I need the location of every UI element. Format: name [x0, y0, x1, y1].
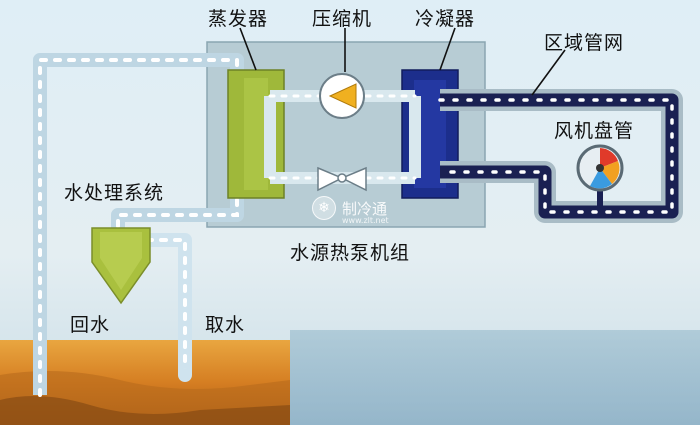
fan-coil-unit: [576, 144, 624, 192]
watermark: ❄ 制冷通 www.zlt.net: [312, 196, 389, 225]
snowflake-icon: ❄: [312, 196, 336, 220]
condenser-label: 冷凝器: [415, 8, 476, 30]
watermark-url: www.zlt.net: [342, 216, 389, 225]
compressor: [319, 73, 365, 119]
zone-pipe-network: [438, 89, 683, 223]
leader-lines: [239, 27, 566, 96]
zone-network-label: 区域管网: [544, 32, 625, 54]
water-treatment-tank: [91, 227, 151, 305]
watermark-text: 制冷通: [342, 199, 388, 218]
fan-coil-label: 风机盘管: [554, 120, 635, 142]
water-body: [290, 330, 700, 425]
intake-water-label: 取水: [205, 314, 246, 336]
compressor-label: 压缩机: [312, 8, 373, 30]
heat-pump-unit-label: 水源热泵机组: [290, 242, 411, 264]
expansion-valve: [317, 166, 367, 192]
return-water-label: 回水: [70, 314, 111, 336]
evaporator-label: 蒸发器: [208, 8, 269, 30]
water-treatment-label: 水处理系统: [64, 182, 165, 204]
